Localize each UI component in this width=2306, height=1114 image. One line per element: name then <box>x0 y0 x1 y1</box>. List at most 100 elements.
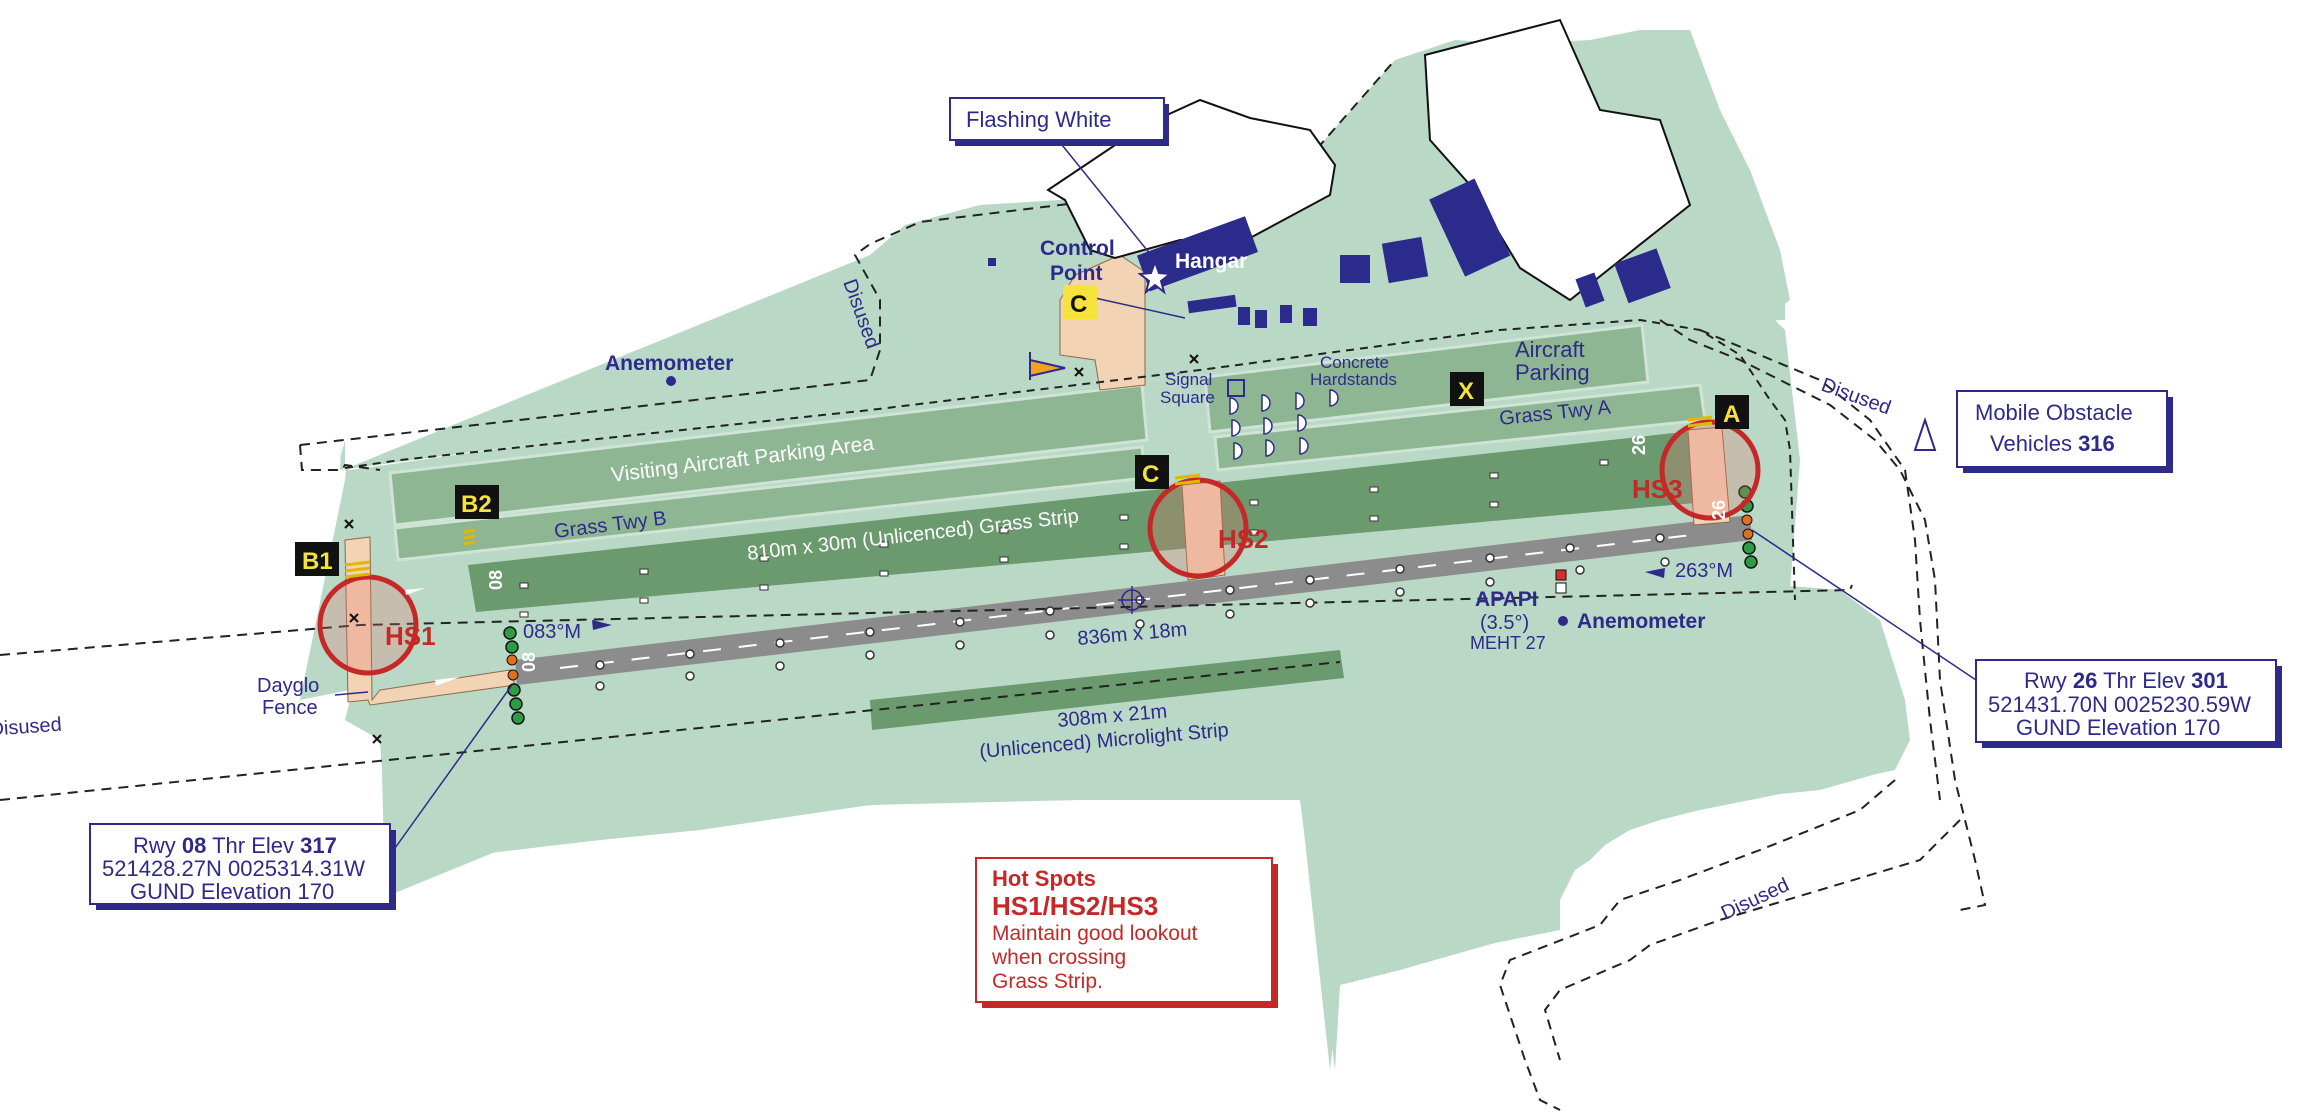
tag-b2: B2 <box>455 485 499 519</box>
disused-boundary-west-south <box>0 661 1341 801</box>
apapi-marker-red <box>1555 569 1567 581</box>
rwy26-box-leader <box>1751 529 1977 681</box>
rwy08-mid: Thr Elev <box>206 833 300 858</box>
building-block-6 <box>1340 255 1370 283</box>
rwy26-elev: 301 <box>2191 668 2228 693</box>
mobile-obstacle-value: 316 <box>2078 431 2115 456</box>
disused-road-east-2 <box>1699 329 1941 801</box>
label-hdg-083: 083°M <box>523 621 581 643</box>
anemometer-north-marker <box>666 376 676 386</box>
runway-centerline <box>559 533 1701 669</box>
label-control-point-2: Point <box>1050 262 1103 285</box>
label-hdg-263: 263°M <box>1675 560 1733 582</box>
label-rwy-26-main: 26 <box>1709 500 1729 520</box>
svg-text:B1: B1 <box>302 548 333 575</box>
rwy26-gund: GUND Elevation 170 <box>2016 715 2220 740</box>
rwy26-coords: 521431.70N 0025230.59W <box>1988 692 2251 717</box>
label-aircraft-parking-2: Parking <box>1515 360 1590 385</box>
label-disused-se: Disused <box>1718 874 1793 924</box>
hot-spot-hs3-label: HS3 <box>1632 474 1683 504</box>
rwy08-coords: 521428.27N 0025314.31W <box>102 856 365 881</box>
building-block-1 <box>1187 294 1237 314</box>
aerodrome-reference-point-icon <box>1118 586 1146 614</box>
heading-arrow-083-icon <box>592 620 612 630</box>
hot-spots-line1: Maintain good lookout <box>992 922 1198 945</box>
disused-boundary-northwest-loop <box>299 444 381 471</box>
mobile-obstacle-prefix: Vehicles <box>1990 431 2078 456</box>
label-dayglo-2: Fence <box>262 697 318 719</box>
label-disused-w: Disused <box>0 714 62 741</box>
svg-text:Vehicles 316: Vehicles 316 <box>1990 431 2115 456</box>
visiting-aircraft-parking-area <box>388 383 1149 527</box>
taxi-arrow-b1-lower-icon <box>435 677 460 686</box>
label-concrete-hardstands-1: Concrete <box>1320 353 1389 372</box>
label-apapi-angle: (3.5°) <box>1480 612 1529 634</box>
hangar-building <box>1136 216 1259 292</box>
apapi-marker-white <box>1555 582 1567 594</box>
mobile-obstacle-icon <box>1913 416 1937 451</box>
rwy26-prefix: Rwy <box>2024 668 2073 693</box>
rwy08-info-box: Rwy 08 Thr Elev 317 521428.27N 0025314.3… <box>89 823 396 910</box>
label-apapi: APAPI <box>1475 588 1538 611</box>
hot-spots-box: Hot Spots HS1/HS2/HS3 Maintain good look… <box>975 857 1278 1008</box>
label-signal-square-1: Signal <box>1165 370 1212 389</box>
building-block-10 <box>1575 272 1605 308</box>
rwy26-info-box: Rwy 26 Thr Elev 301 521431.70N 0025230.5… <box>1975 659 2282 748</box>
building-block-8 <box>1429 178 1511 277</box>
label-aircraft-parking-1: Aircraft <box>1515 337 1585 362</box>
svg-text:B2: B2 <box>461 491 492 518</box>
anemometer-south-marker <box>1558 616 1568 626</box>
taxi-arrow-b1-icon <box>405 588 425 595</box>
disused-road-south-east <box>1498 779 1896 1111</box>
control-point-star-icon <box>1137 259 1173 295</box>
label-concrete-hardstands-2: Hardstands <box>1310 370 1397 389</box>
flashing-white-leader <box>1057 139 1156 261</box>
building-block-9 <box>1614 248 1671 304</box>
taxiway-a <box>1687 426 1731 526</box>
hot-spots-subtitle: HS1/HS2/HS3 <box>992 891 1158 921</box>
control-point-leader <box>1094 297 1186 319</box>
label-anemometer-south: Anemometer <box>1577 610 1705 633</box>
building-block-3 <box>1255 310 1267 328</box>
microlight-strip <box>870 650 1344 730</box>
label-rwy-08-grass: 08 <box>486 570 506 590</box>
concrete-hardstands <box>1229 389 1339 460</box>
building-block-11 <box>988 258 996 266</box>
tag-b1: B1 <box>295 542 339 576</box>
signal-square-marker <box>1227 379 1245 397</box>
disused-road-south-east-2 <box>1543 819 1961 1061</box>
hot-spots-title: Hot Spots <box>992 866 1096 891</box>
dayglo-leader <box>334 691 369 696</box>
grass-strip <box>468 428 1728 612</box>
building-outline-east <box>1423 18 1692 302</box>
tag-c-north: C <box>1063 285 1097 319</box>
aircraft-parking-area <box>1203 323 1650 434</box>
label-rwy-08-main: 08 <box>519 652 539 672</box>
label-meht: MEHT 27 <box>1470 633 1546 653</box>
rwy08-number: 08 <box>182 833 206 858</box>
flashing-white-box: Flashing White <box>949 97 1169 146</box>
label-rwy-26-grass: 26 <box>1629 435 1649 455</box>
tag-x: X <box>1450 372 1484 406</box>
hot-spot-hs2-label: HS2 <box>1218 524 1269 554</box>
label-disused-ne: Disused <box>1818 374 1893 419</box>
hot-spot-hs1-circle <box>317 574 419 676</box>
hot-spots-line3: Grass Strip. <box>992 970 1103 993</box>
rwy08-prefix: Rwy <box>133 833 182 858</box>
disused-road-east <box>1659 319 1987 911</box>
runway-threshold-stop-bars <box>506 514 1754 681</box>
rwy26-mid: Thr Elev <box>2097 668 2191 693</box>
building-block-7 <box>1381 236 1429 284</box>
airside-boundary <box>344 318 1796 601</box>
fence-cross-markers <box>344 354 1199 744</box>
svg-text:Mobile Obstacle: Mobile Obstacle <box>1975 400 2133 425</box>
grass-area-south-tail <box>380 590 1910 1070</box>
svg-text:A: A <box>1723 401 1740 428</box>
holding-point-markings <box>344 415 1713 579</box>
tag-a: A <box>1715 395 1749 429</box>
tag-c-strip: C <box>1135 455 1169 489</box>
mobile-obstacle-box: Mobile Obstacle Vehicles 316 <box>1956 390 2173 473</box>
svg-text:Flashing White: Flashing White <box>966 107 1112 132</box>
